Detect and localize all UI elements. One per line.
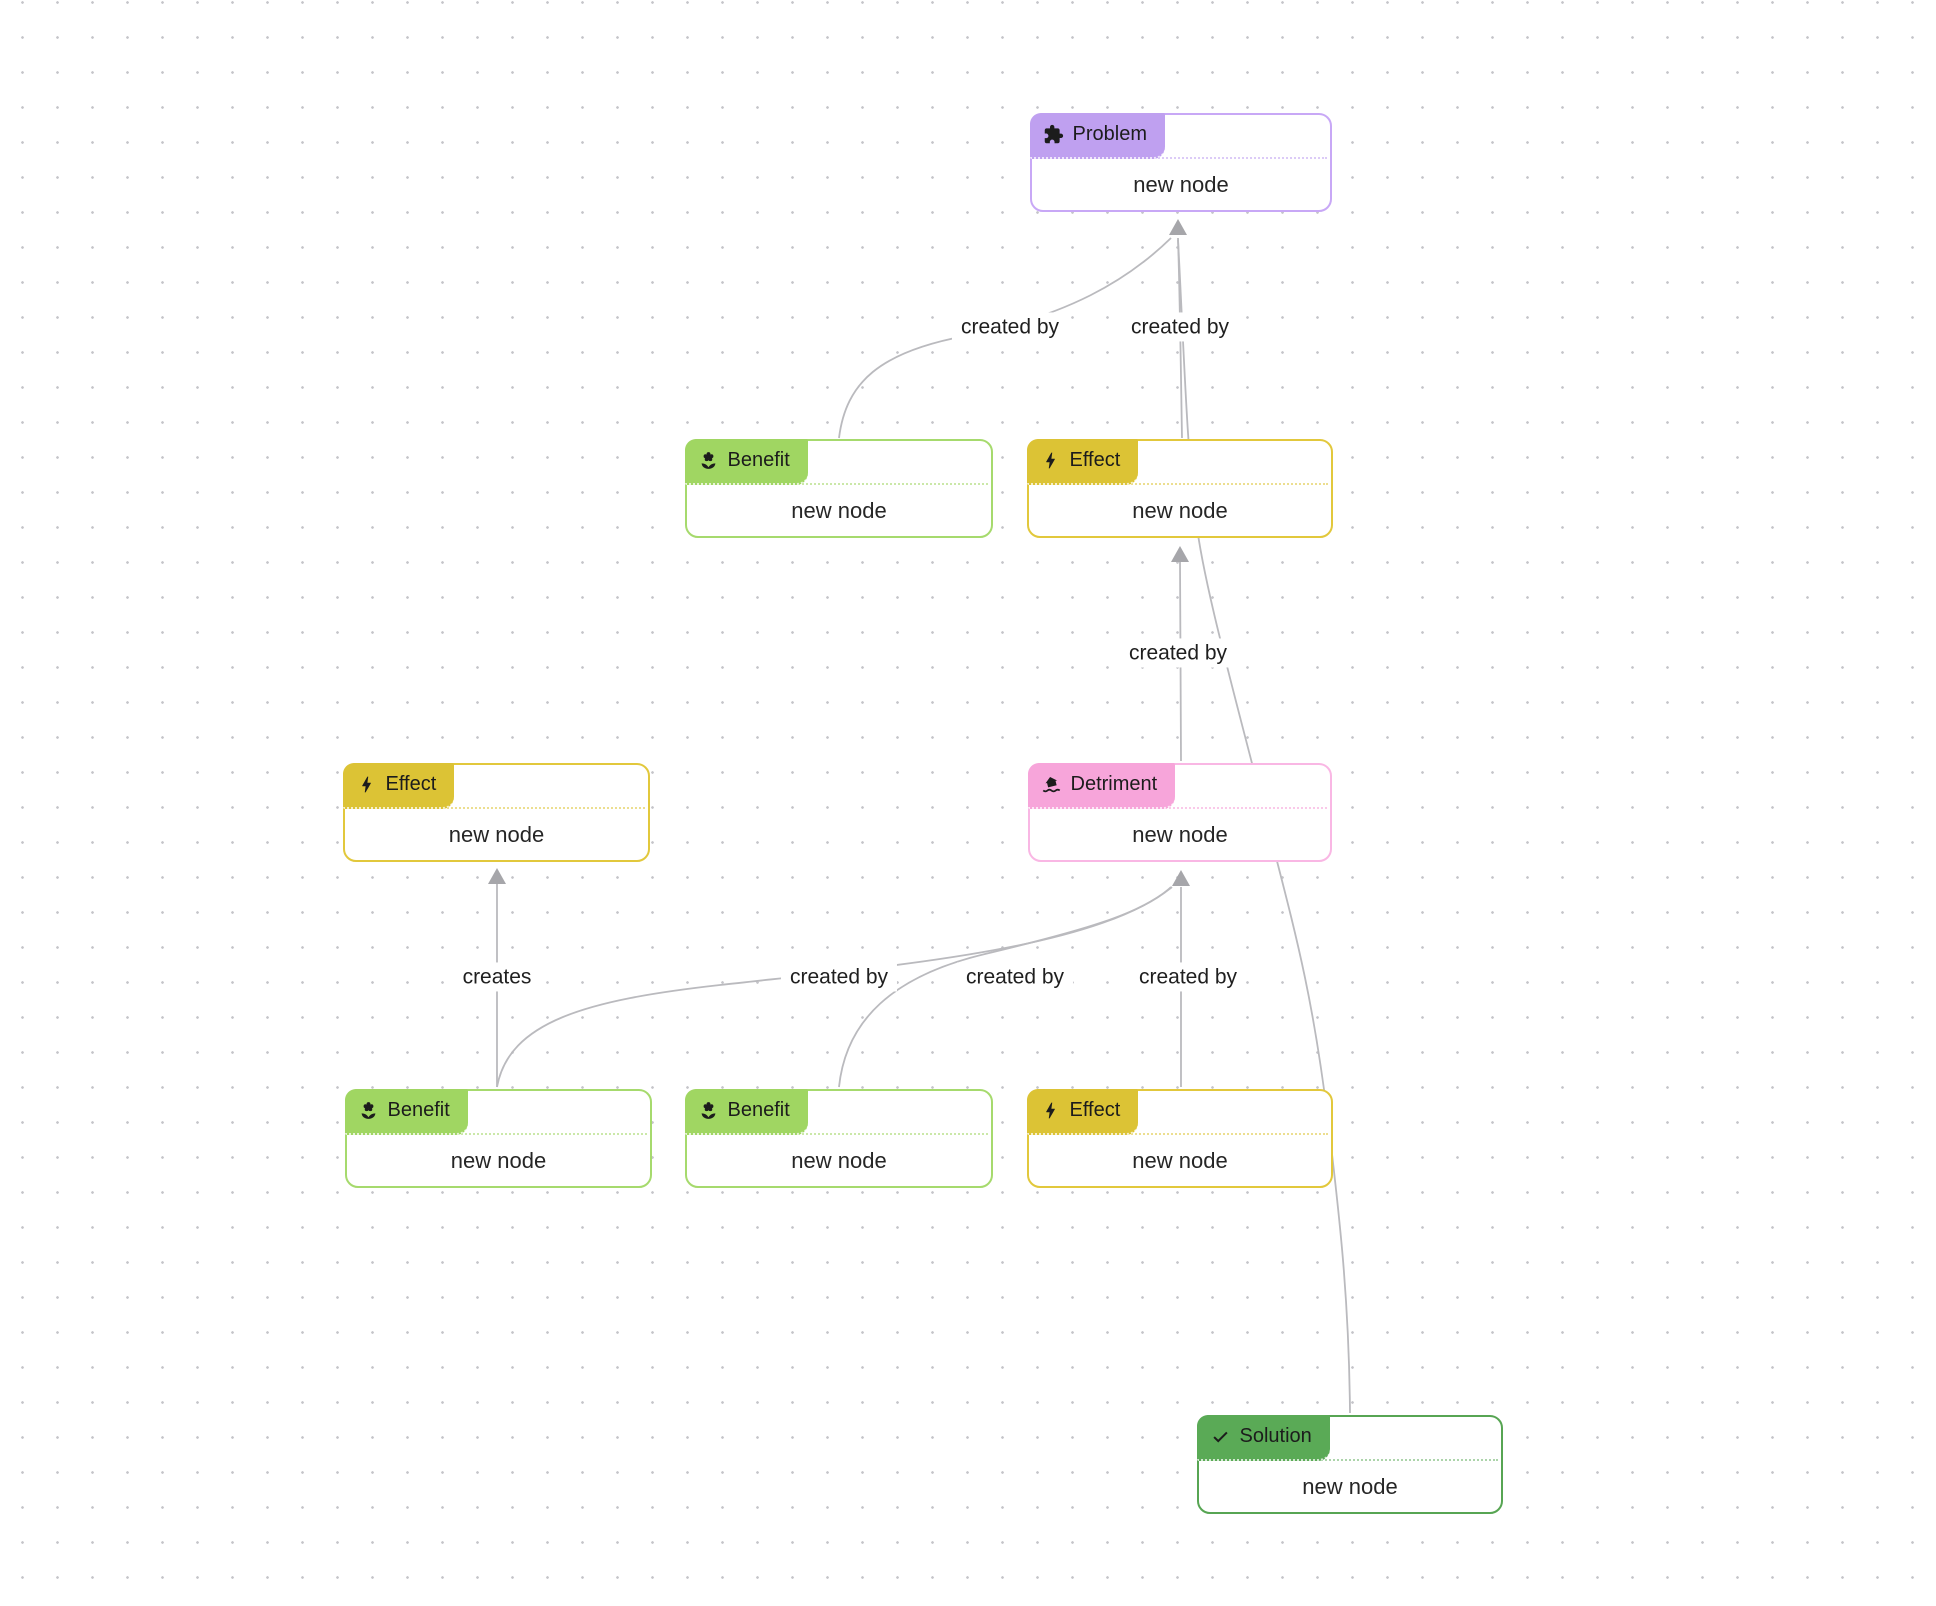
node-title[interactable]: new node	[1132, 821, 1228, 847]
node-effect-bottom[interactable]: Effect new node	[1026, 1088, 1333, 1188]
badge-label: Effect	[1069, 1099, 1121, 1121]
node-title[interactable]: new node	[1133, 171, 1229, 197]
effect-mid-type-badge[interactable]: Effect	[1026, 438, 1139, 485]
node-benefit-bottom-left[interactable]: Benefit new node	[344, 1088, 652, 1188]
node-header-separator	[690, 482, 988, 485]
node-header-separator	[1032, 1132, 1328, 1135]
badge-label: Effect	[1069, 449, 1121, 471]
node-benefit-mid[interactable]: Benefit new node	[684, 438, 993, 538]
badge-label: Effect	[385, 773, 437, 795]
node-header-separator	[690, 1132, 988, 1135]
edge-label-benefit-bottom-left-to-effect-left[interactable]: creates	[453, 962, 541, 992]
flower-icon	[358, 1100, 379, 1121]
edge-label-benefit-bottom-mid-to-detriment[interactable]: created by	[956, 962, 1074, 992]
edge-benefit-bottom-mid-to-detriment[interactable]	[838, 886, 1172, 1088]
badge-label: Detriment	[1070, 773, 1158, 795]
badge-label: Benefit	[727, 449, 790, 471]
edge-label-effect-bottom-to-detriment[interactable]: created by	[1129, 962, 1247, 992]
edge-label-benefit-mid-to-problem[interactable]: created by	[951, 312, 1069, 342]
edge-label-benefit-bottom-left-to-detriment[interactable]: created by	[780, 962, 898, 992]
flower-icon	[698, 1100, 719, 1121]
bolt-icon	[356, 774, 377, 795]
node-title[interactable]: new node	[450, 1147, 547, 1173]
node-header-separator	[1033, 806, 1327, 809]
node-effect-mid[interactable]: Effect new node	[1026, 438, 1333, 538]
puzzle-icon	[1043, 124, 1064, 145]
effect-left-type-badge[interactable]: Effect	[342, 762, 455, 809]
node-title[interactable]: new node	[1132, 497, 1228, 523]
problem-type-badge[interactable]: Problem	[1029, 112, 1165, 159]
arrowhead-into-effect-mid	[1171, 546, 1189, 562]
edge-label-detriment-to-effect-mid[interactable]: created by	[1119, 638, 1237, 668]
arrowhead-into-effect-left	[488, 868, 506, 884]
arrowhead-into-detriment	[1172, 870, 1190, 886]
node-problem[interactable]: Problem new node	[1029, 112, 1332, 212]
node-effect-left[interactable]: Effect new node	[342, 762, 650, 862]
node-title[interactable]: new node	[1302, 1473, 1398, 1499]
node-header-separator	[350, 1132, 647, 1135]
badge-label: Benefit	[387, 1099, 450, 1121]
badge-label: Solution	[1239, 1425, 1312, 1447]
benefit-bottom-left-type-badge[interactable]: Benefit	[344, 1088, 468, 1135]
node-title[interactable]: new node	[791, 1147, 887, 1173]
node-title[interactable]: new node	[448, 821, 545, 847]
node-title[interactable]: new node	[1132, 1147, 1228, 1173]
bolt-icon	[1040, 1100, 1061, 1121]
node-header-separator	[1032, 482, 1328, 485]
detriment-type-badge[interactable]: Detriment	[1027, 762, 1176, 809]
benefit-bottom-mid-type-badge[interactable]: Benefit	[684, 1088, 808, 1135]
flower-icon	[698, 450, 719, 471]
solution-type-badge[interactable]: Solution	[1196, 1414, 1330, 1461]
benefit-mid-type-badge[interactable]: Benefit	[684, 438, 808, 485]
badge-label: Benefit	[727, 1099, 790, 1121]
node-solution[interactable]: Solution new node	[1196, 1414, 1503, 1514]
arrowhead-into-problem	[1169, 219, 1187, 235]
effect-bottom-type-badge[interactable]: Effect	[1026, 1088, 1139, 1135]
badge-label: Problem	[1072, 123, 1147, 145]
bolt-icon	[1040, 450, 1061, 471]
node-detriment[interactable]: Detriment new node	[1027, 762, 1332, 862]
node-benefit-bottom-mid[interactable]: Benefit new node	[684, 1088, 993, 1188]
node-header-separator	[1035, 156, 1327, 159]
node-header-separator	[348, 806, 645, 809]
check-icon	[1210, 1426, 1231, 1447]
edge-label-effect-mid-to-problem[interactable]: created by	[1121, 312, 1239, 342]
flood-icon	[1041, 774, 1062, 795]
node-header-separator	[1202, 1458, 1498, 1461]
node-title[interactable]: new node	[791, 497, 887, 523]
